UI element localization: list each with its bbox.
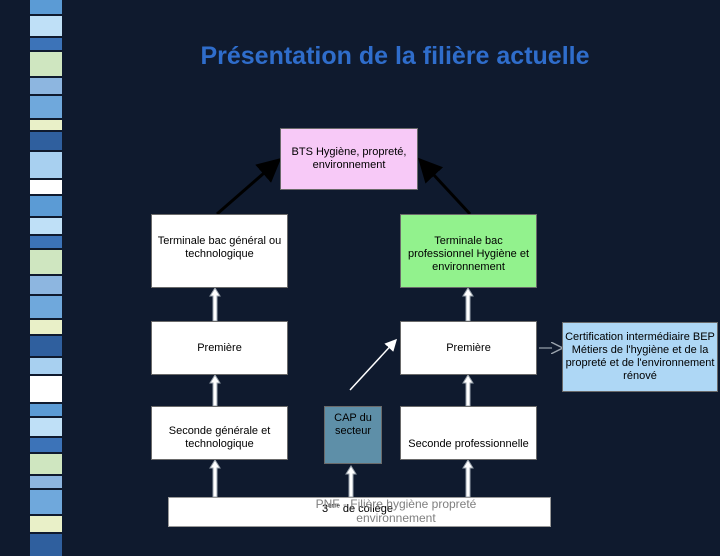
arrow-college-to-seconde-general [209, 459, 221, 498]
decorative-stripe [30, 16, 62, 36]
decorative-stripe [30, 218, 62, 234]
box-premiere-pro: Première [400, 321, 537, 375]
college-number: 3 [322, 503, 329, 515]
box-premiere-general-label: Première [197, 341, 242, 354]
box-premiere-general: Première [151, 321, 288, 375]
slide-footer: PNF - Filière hygiène propreté environne… [315, 497, 477, 525]
connector-arrows [209, 157, 720, 498]
arrow-premiere-to-terminale-pro [462, 287, 474, 322]
decorative-stripe [30, 438, 62, 452]
decorative-stripe [30, 0, 62, 14]
arrow-premiere-to-terminale-general [209, 287, 221, 322]
decorative-stripe [30, 404, 62, 416]
college-text: de collège [339, 503, 394, 515]
box-bts: BTS Hygiène, propreté, environnement [280, 128, 418, 190]
decorative-stripe [30, 132, 62, 150]
arrow-general-to-bts [216, 158, 282, 216]
decorative-stripe [30, 152, 62, 178]
page-title: Présentation de la filière actuelle [200, 42, 590, 70]
arrow-pro-to-bts [417, 157, 472, 216]
decorative-stripe [30, 96, 62, 118]
arrow-cap-to-premiere-pro [349, 338, 398, 391]
box-seconde-pro: Seconde professionnelle [400, 406, 537, 460]
decorative-stripe [30, 476, 62, 488]
college-superscript: ème [328, 503, 340, 510]
decorative-stripe [30, 376, 62, 402]
arrow-seconde-to-premiere-pro [462, 374, 474, 407]
college-label: 3ème de collège [322, 503, 393, 515]
box-certification-label: Certification intermédiaire BEP Métiers … [565, 331, 715, 382]
decorative-stripe [30, 276, 62, 294]
decorative-stripe [30, 454, 62, 474]
decorative-stripe [30, 516, 62, 532]
decorative-stripe [30, 38, 62, 50]
decorative-stripe [30, 490, 62, 514]
box-seconde-general: Seconde générale et technologique [151, 406, 288, 460]
decorative-stripe [30, 78, 62, 94]
decorative-stripe [30, 418, 62, 436]
decorative-stripe [30, 336, 62, 356]
arrow-college-to-seconde-pro [462, 459, 474, 498]
decorative-stripe [30, 52, 62, 76]
box-premiere-pro-label: Première [446, 341, 491, 354]
decorative-stripe [30, 180, 62, 194]
box-seconde-pro-label: Seconde professionnelle [408, 438, 529, 450]
box-terminale-pro: Terminale bac professionnel Hygiène et e… [400, 214, 537, 288]
decorative-stripe [30, 250, 62, 274]
box-college [168, 497, 551, 527]
box-terminale-general-label: Terminale bac général ou technologique [157, 235, 282, 260]
box-bts-label: BTS Hygiène, propreté, environnement [291, 146, 407, 171]
box-cap: CAP du secteur [324, 406, 382, 464]
box-terminale-general: Terminale bac général ou technologique [151, 214, 288, 288]
box-seconde-general-label: Seconde générale et technologique [168, 425, 271, 450]
decorative-stripe [30, 358, 62, 374]
decorative-stripe [30, 296, 62, 318]
decorative-stripe [30, 196, 62, 216]
box-cap-label: CAP du secteur [334, 412, 372, 437]
box-terminale-pro-label: Terminale bac professionnel Hygiène et e… [407, 235, 530, 273]
arrow-college-to-cap [345, 465, 357, 498]
arrow-seconde-to-premiere-general [209, 374, 221, 407]
decorative-stripe [30, 120, 62, 130]
decorative-stripe [30, 236, 62, 248]
decorative-stripe [30, 320, 62, 334]
box-certification: Certification intermédiaire BEP Métiers … [562, 322, 718, 392]
